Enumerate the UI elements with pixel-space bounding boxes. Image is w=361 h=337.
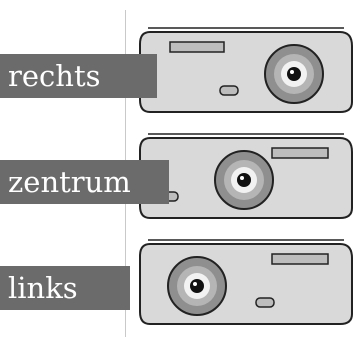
lens-icon: [214, 150, 274, 210]
option-rechts[interactable]: rechts: [0, 24, 361, 114]
label-box: links: [0, 266, 130, 310]
label-box: zentrum: [0, 160, 169, 204]
projector-icon: [139, 239, 353, 325]
lens-icon: [167, 256, 227, 316]
label-box: rechts: [0, 54, 157, 98]
option-label: rechts: [8, 59, 101, 93]
option-label: zentrum: [8, 165, 131, 199]
lens-icon: [264, 44, 324, 104]
option-links[interactable]: links: [0, 236, 361, 326]
projector-icon: [139, 27, 353, 113]
option-label: links: [8, 271, 78, 305]
option-zentrum[interactable]: zentrum: [0, 130, 361, 220]
projector-icon: [139, 133, 353, 219]
